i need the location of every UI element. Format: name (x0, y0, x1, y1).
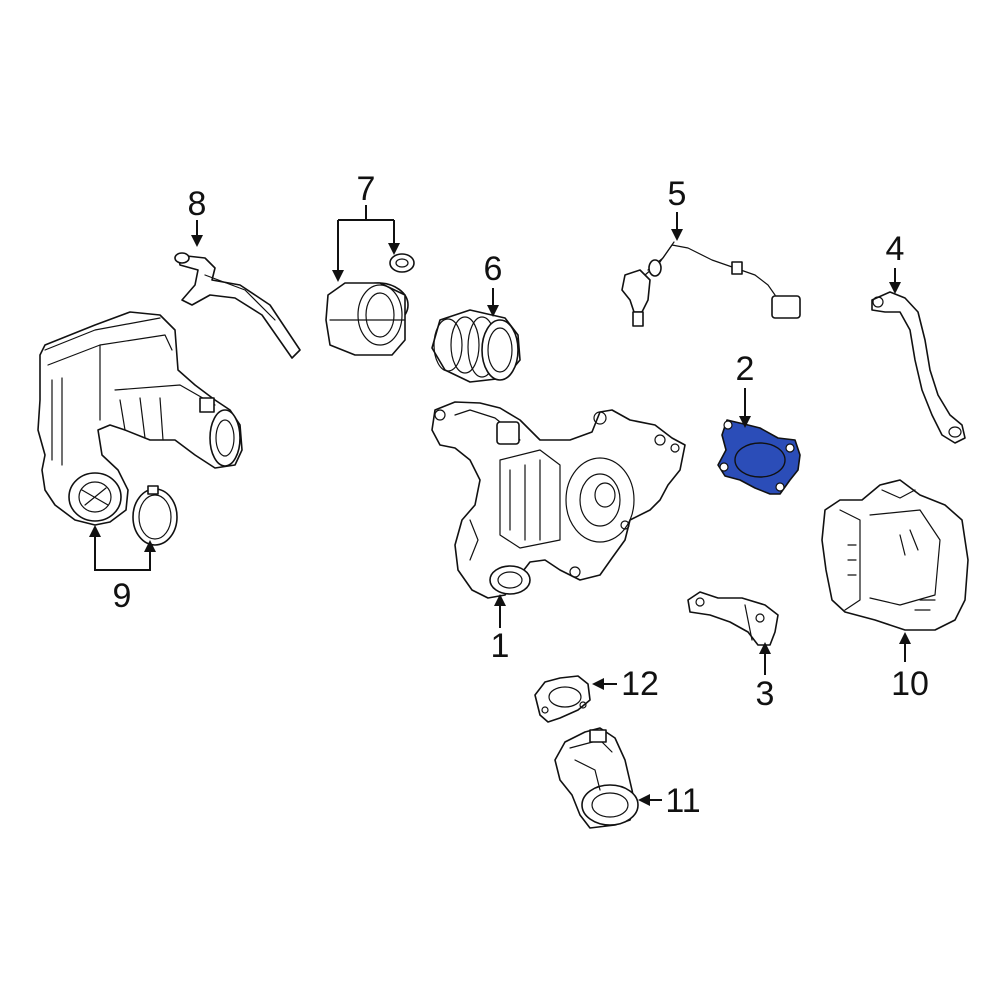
part-9-clamp-ring[interactable] (132, 485, 178, 546)
arrowhead-7a (332, 270, 344, 282)
arrowhead-9b (144, 540, 156, 552)
arrowhead-12 (592, 678, 604, 690)
callout-8[interactable]: 8 (188, 185, 207, 223)
arrowhead-7b (388, 243, 400, 255)
arrowhead-1 (494, 594, 506, 606)
callout-5[interactable]: 5 (668, 175, 687, 213)
part-7-clip[interactable] (389, 253, 415, 273)
part-1-turbocharger[interactable] (431, 401, 686, 599)
callout-6[interactable]: 6 (484, 250, 503, 288)
arrowhead-8 (191, 235, 203, 247)
callout-9[interactable]: 9 (113, 577, 132, 615)
part-4-pipe[interactable] (871, 291, 966, 444)
arrowhead-4 (889, 282, 901, 294)
leader-9 (94, 535, 151, 571)
callout-2[interactable]: 2 (736, 350, 755, 388)
callout-1[interactable]: 1 (491, 627, 510, 665)
arrowhead-5 (671, 229, 683, 241)
arrowhead-10 (899, 632, 911, 644)
callout-11[interactable]: 11 (665, 782, 700, 820)
leader-7 (337, 205, 395, 270)
arrowhead-6 (487, 305, 499, 317)
part-3-bracket[interactable] (687, 591, 779, 646)
arrowhead-11 (638, 794, 650, 806)
callout-12[interactable]: 12 (621, 665, 659, 703)
part-10-heat-shield[interactable] (821, 479, 969, 631)
callout-4[interactable]: 4 (886, 230, 905, 268)
part-2-gasket[interactable] (717, 419, 801, 495)
part-7-coupler[interactable] (325, 282, 409, 356)
part-6-bellows-hose[interactable] (431, 309, 521, 383)
part-8-tube[interactable] (174, 252, 301, 359)
part-5-sensor-cable[interactable] (621, 241, 801, 327)
callout-7[interactable]: 7 (357, 170, 376, 208)
callout-10[interactable]: 10 (891, 665, 929, 703)
part-12-flange[interactable] (534, 675, 591, 723)
callout-3[interactable]: 3 (756, 675, 775, 713)
arrowhead-2 (739, 416, 751, 428)
part-9-air-intake-housing[interactable] (37, 311, 243, 526)
part-11-throttle-body[interactable] (554, 727, 639, 829)
arrowhead-3 (759, 642, 771, 654)
arrowhead-9a (89, 525, 101, 537)
